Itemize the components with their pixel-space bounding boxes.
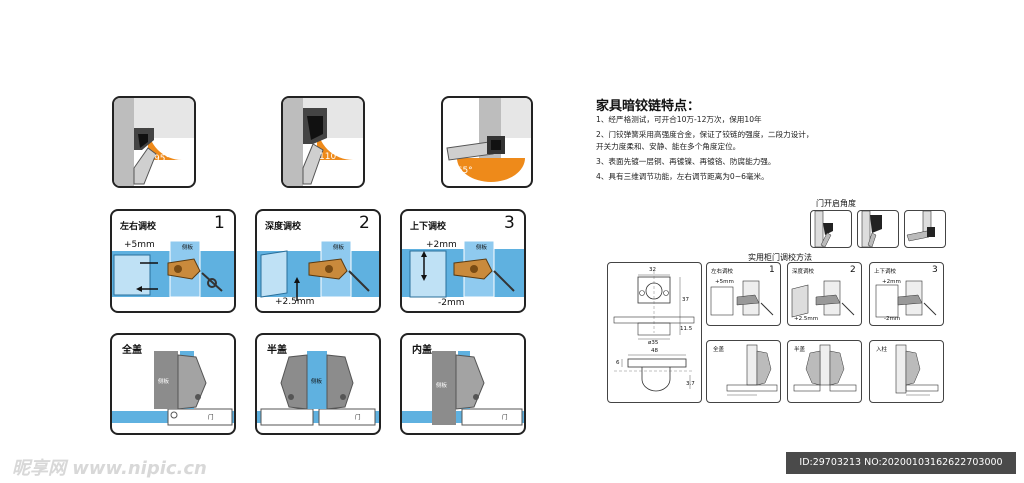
- angle-label-165: 165°: [451, 166, 473, 176]
- small-adjust-1: 左右调校 1 +5mm: [706, 262, 781, 326]
- adjust-lr-illustration: [112, 240, 234, 298]
- angle-label-110: 110°: [319, 152, 341, 162]
- small-angle-2: [857, 210, 899, 248]
- adjust-lr-title: 左右调校: [120, 222, 157, 232]
- angle-110-illustration: [283, 98, 363, 186]
- adjust-depth-number: 2: [359, 213, 370, 233]
- features-title: 家具暗铰链特点：: [596, 99, 701, 114]
- dim-bottom-top: 48: [651, 348, 658, 354]
- small-adjust-1-number: 1: [769, 265, 775, 275]
- small-cover-3-title: 入柱: [876, 347, 888, 353]
- small-adjust-2-measure: +2.5mm: [794, 316, 819, 322]
- watermark-id: ID:29703213 NO:20200103162622703000: [786, 452, 1016, 474]
- dim-right: 3.7: [686, 381, 695, 387]
- adjust-panel-up-down: 上下调校 3 +2mm -2mm 侧板: [400, 209, 526, 313]
- adjust-ud-number: 3: [504, 213, 515, 233]
- adjust-depth-tag: 侧板: [333, 245, 345, 251]
- angle-165-illustration: [446, 98, 531, 182]
- angle-box-110: 110°: [281, 96, 365, 188]
- dim-left: 6: [616, 360, 620, 366]
- tech-drawing-frame: 32 37 11.5 ø35 48 6 3.7: [607, 262, 702, 403]
- small-cover-2-drawing: [793, 344, 857, 392]
- small-cover-3-drawing: [895, 344, 939, 396]
- cover-half-title: 半盖: [267, 345, 287, 356]
- angle-95-illustration: [114, 98, 194, 186]
- cover-panel-half: 半盖 侧板 门: [255, 333, 381, 435]
- cover-inset-illustration: [402, 351, 524, 426]
- watermark-left: 昵享网 www.nipic.cn: [12, 458, 207, 479]
- cover-full-title: 全盖: [122, 345, 142, 356]
- adjust-ud-tag: 侧板: [476, 245, 488, 251]
- feature-item-2b: 开关力度柔和、安静、能在多个角度定位。: [596, 142, 741, 151]
- tech-drawing: [613, 271, 695, 392]
- cover-half-door: 门: [355, 415, 361, 421]
- cover-panel-inset: 内盖 侧板 门: [400, 333, 526, 435]
- angle-label-95: 95°: [154, 154, 170, 164]
- small-cover-3: 入柱: [869, 340, 944, 403]
- small-angle-3-drawing: [906, 211, 935, 242]
- small-adjust-1-title: 左右调校: [711, 269, 734, 275]
- small-adjust-3-title: 上下调校: [874, 269, 897, 275]
- feature-item-3: 3、表面先镀一层铜、再镀镍、再镀铬、防腐能力强。: [596, 157, 776, 166]
- adjust-ud-illustration: [402, 240, 524, 298]
- adjust-ud-measure-top: +2mm: [426, 240, 457, 250]
- dim-top: 32: [649, 267, 656, 273]
- adjust-ud-title: 上下调校: [410, 222, 447, 232]
- small-adjust-3-measure-bottom: -2mm: [884, 316, 901, 322]
- small-adjust-1-drawing: [710, 280, 774, 316]
- adjust-panel-depth: 深度调校 2 +2.5mm 侧板: [255, 209, 381, 313]
- adjust-lr-tag: 侧板: [182, 245, 194, 251]
- cover-half-illustration: [257, 351, 379, 426]
- adjust-lr-number: 1: [214, 213, 225, 233]
- small-cover-2: 半盖: [787, 340, 862, 403]
- angle-box-95: 95°: [112, 96, 196, 188]
- adjust-ud-measure-bottom: -2mm: [438, 298, 465, 308]
- small-adjust-2-title: 深度调校: [792, 269, 815, 275]
- cover-full-tag: 侧板: [158, 379, 170, 385]
- feature-item-2: 2、门铰弹簧采用高强度合金，保证了铰链的强度，二段力设计，: [596, 130, 814, 139]
- cover-inset-title: 内盖: [412, 345, 432, 356]
- small-adjust-2-number: 2: [850, 265, 856, 275]
- adjust-depth-measure: +2.5mm: [275, 297, 315, 307]
- cover-full-illustration: [112, 351, 234, 426]
- dim-cup: ø35: [648, 340, 659, 346]
- feature-item-4: 4、具有三维调节功能，左右调节距离为0~6毫米。: [596, 172, 769, 181]
- small-adjust-1-measure: +5mm: [715, 279, 734, 285]
- small-adjust-3-measure-top: +2mm: [882, 279, 901, 285]
- method-title: 实用柜门调校方法: [748, 253, 812, 262]
- angle-box-165: 165°: [441, 96, 533, 188]
- small-angle-1: [810, 210, 852, 248]
- cover-half-tag: 侧板: [311, 379, 323, 385]
- adjust-lr-measure: +5mm: [124, 240, 155, 250]
- cover-panel-full: 全盖 侧板 门: [110, 333, 236, 435]
- small-adjust-3-drawing: [875, 280, 937, 318]
- small-adjust-2-drawing: [791, 280, 855, 318]
- small-adjust-2: 深度调校 2 +2.5mm: [787, 262, 862, 326]
- small-cover-1: 全盖: [706, 340, 781, 403]
- small-cover-1-title: 全盖: [713, 347, 725, 353]
- small-cover-1-drawing: [726, 344, 778, 396]
- cover-full-door: 门: [208, 415, 214, 421]
- small-adjust-3: 上下调校 3 +2mm -2mm: [869, 262, 944, 326]
- small-angle-2-drawing: [861, 211, 882, 247]
- adjust-depth-illustration: [257, 240, 379, 301]
- feature-item-1: 1、经严格测试，可开合10万-12万次，保用10年: [596, 115, 762, 124]
- cover-inset-door: 门: [502, 415, 508, 421]
- cover-inset-tag: 侧板: [436, 383, 448, 389]
- small-angle-1-drawing: [814, 211, 833, 247]
- opening-angle-title: 门开启角度: [816, 199, 856, 208]
- dim-side1: 37: [682, 297, 689, 303]
- small-cover-2-title: 半盖: [794, 347, 806, 353]
- adjust-panel-left-right: 左右调校 1 +5mm 侧板: [110, 209, 236, 313]
- small-adjust-3-number: 3: [932, 265, 938, 275]
- dim-side2: 11.5: [680, 326, 693, 332]
- small-angle-3: [904, 210, 946, 248]
- adjust-depth-title: 深度调校: [265, 222, 302, 232]
